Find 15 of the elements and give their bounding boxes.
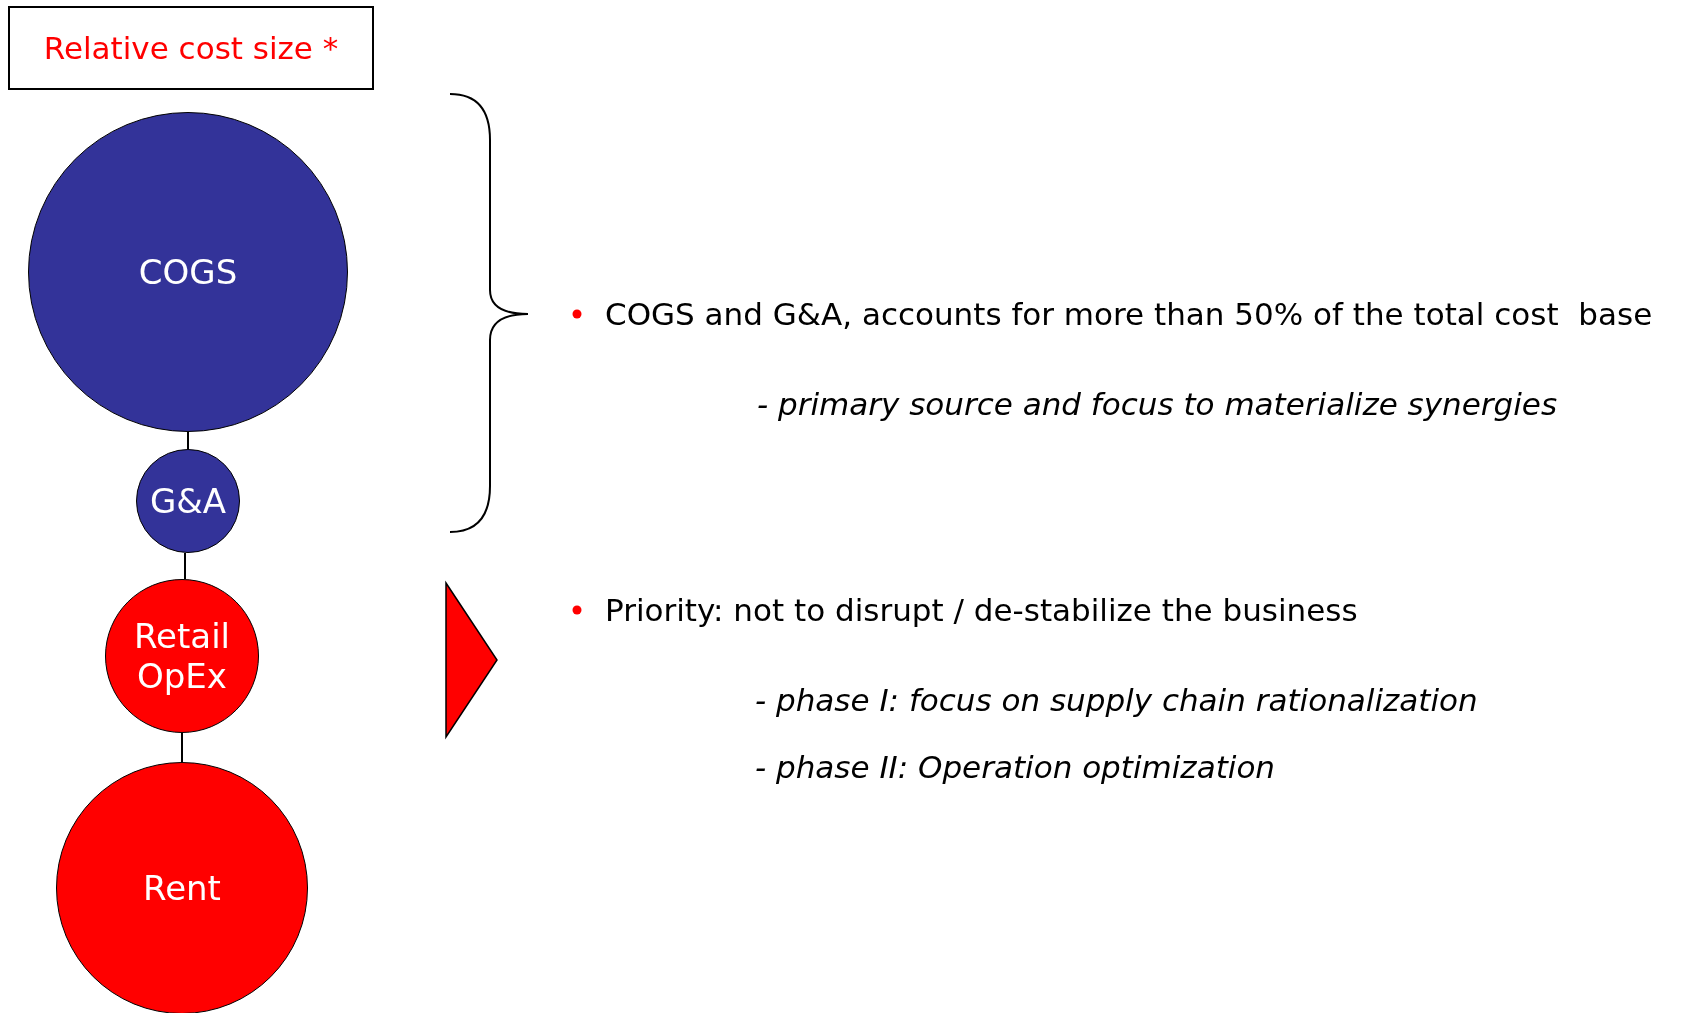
bullet-text: COGS and G&A, accounts for more than 50% of the total cost base [605, 296, 1653, 332]
connector-line [181, 732, 183, 763]
sub-point-text: - primary source and focus to materialize synergies [757, 386, 1558, 422]
connector-line [187, 431, 189, 450]
node-label: Relative cost size * [43, 30, 339, 66]
sub-point-text: - phase I: focus on supply chain rationalization [755, 682, 1478, 718]
node-label: Rent [143, 868, 221, 908]
node-label: G&A [149, 481, 227, 521]
sub-point-text: - phase II: Operation optimization [755, 749, 1276, 785]
legend-box [8, 6, 374, 90]
node-label: Retail OpEx [132, 616, 232, 696]
connector-line [184, 552, 186, 580]
node-label: COGS [138, 252, 238, 292]
bullet-text: Priority: not to disrupt / de-stabilize the business [605, 592, 1358, 628]
triangle-pointer [445, 580, 498, 740]
